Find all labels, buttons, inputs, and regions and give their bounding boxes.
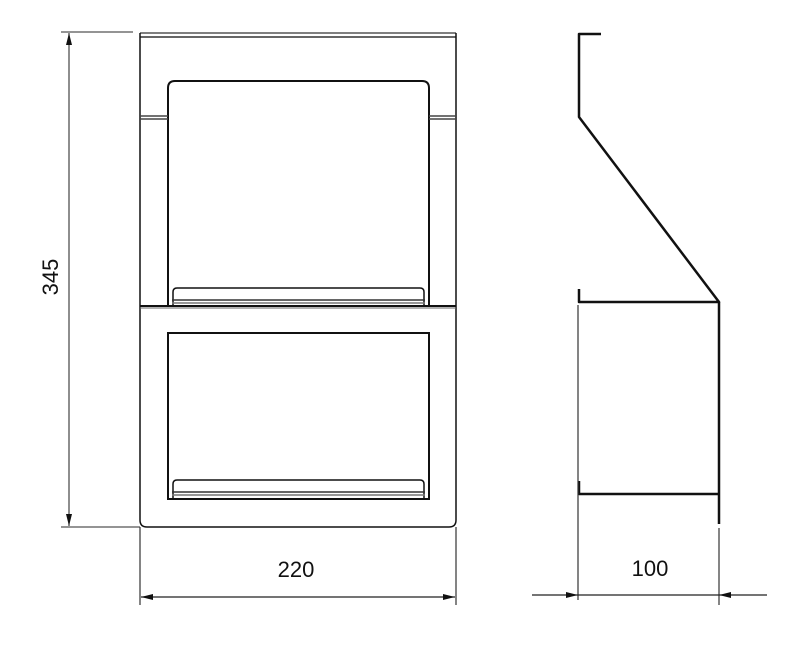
top-flange (140, 32, 456, 38)
side-profile-lower-shelf (577, 481, 719, 496)
side-view (577, 32, 721, 600)
side-profile-upper (577, 32, 721, 304)
width-dimension-label: 220 (278, 557, 315, 582)
lower-shelf-lip (172, 479, 425, 499)
lower-window (167, 332, 430, 500)
upper-shelf-lip (172, 287, 425, 306)
upper-side-rails (140, 115, 456, 120)
dimension-depth: 100 (532, 528, 767, 605)
depth-dimension-label: 100 (632, 556, 669, 581)
dimension-width: 220 (139, 527, 457, 605)
height-dimension-label: 345 (38, 259, 63, 296)
dimension-height: 345 (38, 31, 140, 528)
upper-back-panel (167, 80, 430, 306)
outer-frame (139, 33, 457, 528)
front-view (139, 32, 457, 528)
